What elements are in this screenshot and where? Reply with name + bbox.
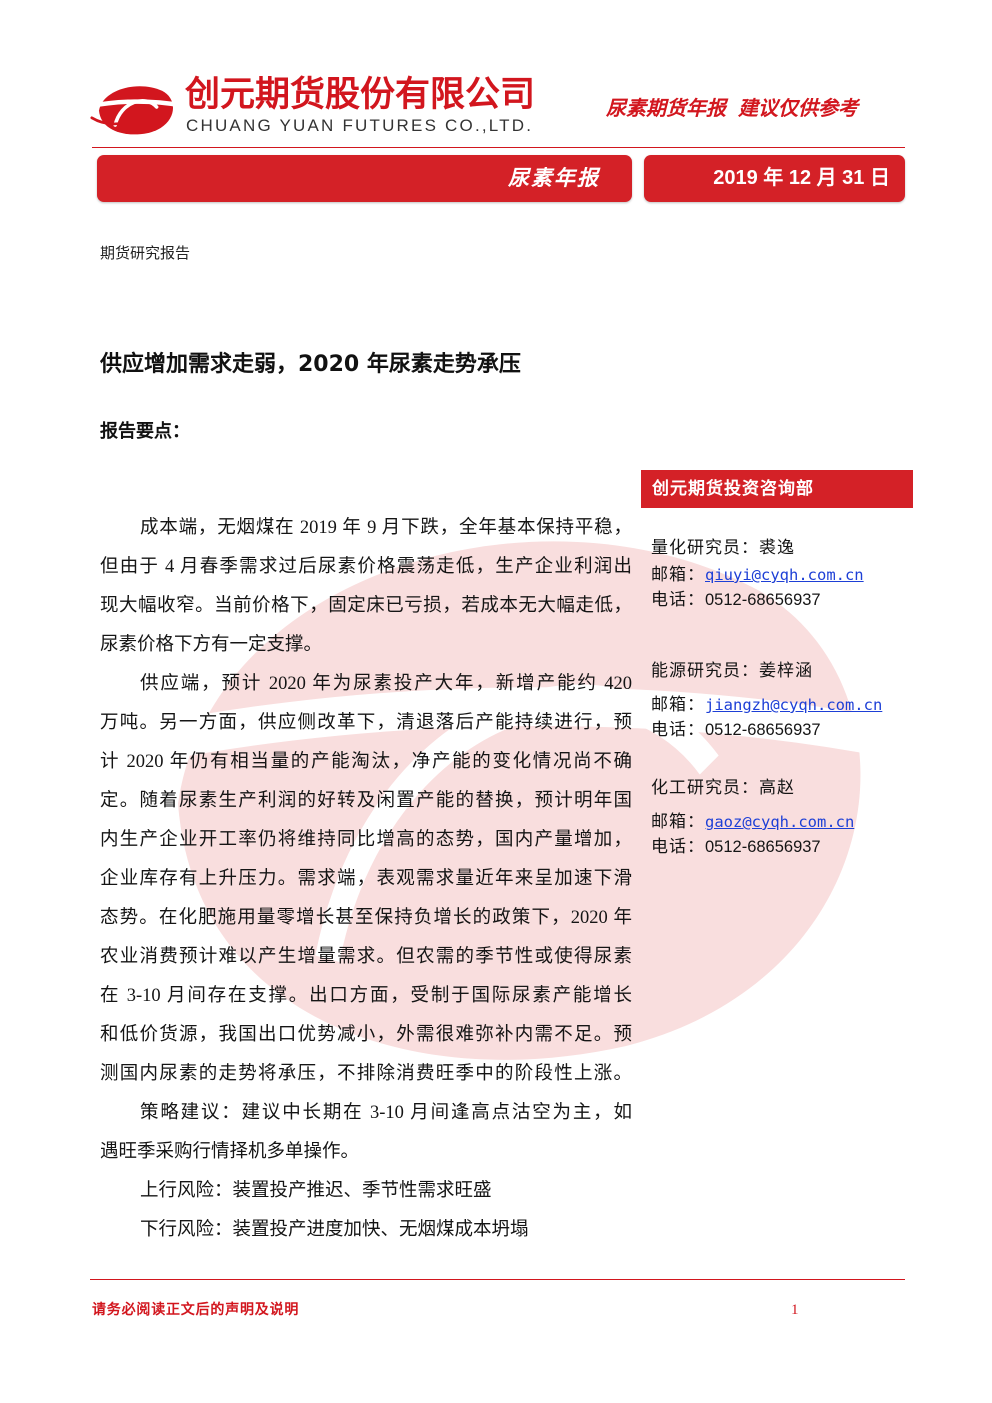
body-line: 策略建议：建议中长期在 3-10 月间逢高点沽空为主，如 (140, 1103, 632, 1123)
swirl-watermark-icon (95, 541, 925, 1060)
body-line: 态势。在化肥施用量零增长甚至保持负增长的政策下，2020 年 (100, 908, 632, 928)
upside-risk: 上行风险：装置投产推迟、季节性需求旺盛 (140, 1181, 492, 1201)
swirl-logo-icon (90, 86, 180, 135)
report-type: 尿素年报 (508, 166, 600, 190)
body-line: 供应端，预计 2020 年为尿素投产大年，新增产能约 420 (140, 674, 632, 694)
report-date: 2019 年 12 月 31 日 (713, 167, 890, 189)
body-line: 万吨。另一方面，供应侧改革下，清退落后产能持续进行，预 (100, 713, 632, 733)
paragraph-strategy: 策略建议：建议中长期在 3-10 月间逢高点沽空为主，如 遇旺季采购行情择机多单… (100, 1094, 632, 1172)
body-line: 农业消费预计难以产生增量需求。但农需的季节性或使得尿素 (100, 947, 632, 967)
paragraph-supply-demand: 供应端，预计 2020 年为尿素投产大年，新增产能约 420 万吨。另一方面，供… (100, 665, 632, 1094)
company-name-en: CHUANG YUAN FUTURES CO.,LTD. (186, 116, 534, 135)
department-name: 创元期货投资咨询部 (652, 479, 814, 499)
company-name-cn: 创元期货股份有限公司 (185, 75, 536, 115)
body-line: 现大幅收窄。当前价格下，固定床已亏损，若成本无大幅走低， (100, 596, 632, 616)
tagline-note: 建议仅供参考 (738, 96, 858, 120)
contact-email-line: 邮箱：gaoz@cyqh.com.cn (651, 811, 854, 833)
email-link[interactable]: jiangzh@cyqh.com.cn (705, 696, 883, 714)
phone-label: 电话： (651, 837, 705, 857)
report-type-banner: 尿素年报 (97, 155, 632, 202)
contact-role-line: 能源研究员：姜梓涵 (651, 660, 813, 682)
tagline-report: 尿素期货年报 (606, 96, 726, 120)
paragraph-cost: 成本端，无烟煤在 2019 年 9 月下跌，全年基本保持平稳， 但由于 4 月春… (100, 509, 632, 665)
phone-number: 0512-68656937 (705, 838, 821, 856)
email-label: 邮箱： (651, 812, 705, 832)
contact-name: 姜梓涵 (759, 661, 813, 681)
contact-email-line: 邮箱：qiuyi@cyqh.com.cn (651, 564, 864, 586)
contact-name: 裘逸 (759, 538, 795, 558)
header-divider (92, 147, 905, 148)
contact-phone-line: 电话：0512-68656937 (651, 719, 821, 741)
email-link[interactable]: gaoz@cyqh.com.cn (705, 813, 855, 831)
contact-name: 高赵 (759, 778, 795, 798)
disclaimer-notice: 请务必阅读正文后的声明及说明 (92, 1302, 300, 1318)
body-line: 和低价货源，我国出口优势减小，外需很难弥补内需不足。预 (100, 1025, 632, 1045)
contact-role: 能源研究员： (651, 661, 759, 681)
body-line: 计 2020 年仍有相当量的产能淘汰，净产能的变化情况尚不确 (100, 752, 632, 772)
department-header: 创元期货投资咨询部 (641, 470, 913, 508)
contact-role-line: 量化研究员：裘逸 (651, 537, 795, 559)
phone-number: 0512-68656937 (705, 721, 821, 739)
header-tagline: 尿素期货年报建议仅供参考 (606, 96, 858, 120)
email-link[interactable]: qiuyi@cyqh.com.cn (705, 566, 864, 584)
footer-divider (90, 1279, 905, 1280)
body-line: 内生产企业开工率仍将维持同比增高的态势，国内产量增加， (100, 830, 632, 850)
contact-role-line: 化工研究员：高赵 (651, 777, 795, 799)
contact-phone-line: 电话：0512-68656937 (651, 589, 821, 611)
contact-role: 量化研究员： (651, 538, 759, 558)
body-line: 尿素价格下方有一定支撑。 (100, 635, 323, 655)
phone-number: 0512-68656937 (705, 591, 821, 609)
body-line: 企业库存有上升压力。需求端，表观需求量近年来呈加速下滑 (100, 869, 632, 889)
body-line: 在 3-10 月间存在支撑。出口方面，受制于国际尿素产能增长 (100, 986, 632, 1006)
report-body: 成本端，无烟煤在 2019 年 9 月下跌，全年基本保持平稳， 但由于 4 月春… (100, 509, 632, 1250)
contact-phone-line: 电话：0512-68656937 (651, 836, 821, 858)
body-line: 定。随着尿素生产利润的好转及闲置产能的替换，预计明年国 (100, 791, 632, 811)
page-number: 1 (791, 1302, 799, 1318)
email-label: 邮箱： (651, 565, 705, 585)
phone-label: 电话： (651, 720, 705, 740)
phone-label: 电话： (651, 590, 705, 610)
downside-risk: 下行风险：装置投产进度加快、无烟煤成本坍塌 (140, 1220, 529, 1240)
body-line: 测国内尿素的走势将承压，不排除消费旺季中的阶段性上涨。 (100, 1064, 632, 1084)
contact-email-line: 邮箱：jiangzh@cyqh.com.cn (651, 694, 882, 716)
report-date-banner: 2019 年 12 月 31 日 (644, 155, 905, 202)
body-line: 成本端，无烟煤在 2019 年 9 月下跌，全年基本保持平稳， (140, 518, 632, 538)
email-label: 邮箱： (651, 695, 705, 715)
body-line: 但由于 4 月春季需求过后尿素价格震荡走低，生产企业利润出 (100, 557, 632, 577)
summary-heading: 报告要点： (100, 421, 190, 442)
report-category: 期货研究报告 (100, 244, 191, 262)
body-line: 遇旺季采购行情择机多单操作。 (100, 1142, 360, 1162)
contact-role: 化工研究员： (651, 778, 759, 798)
report-title: 供应增加需求走弱，2020 年尿素走势承压 (100, 352, 521, 377)
